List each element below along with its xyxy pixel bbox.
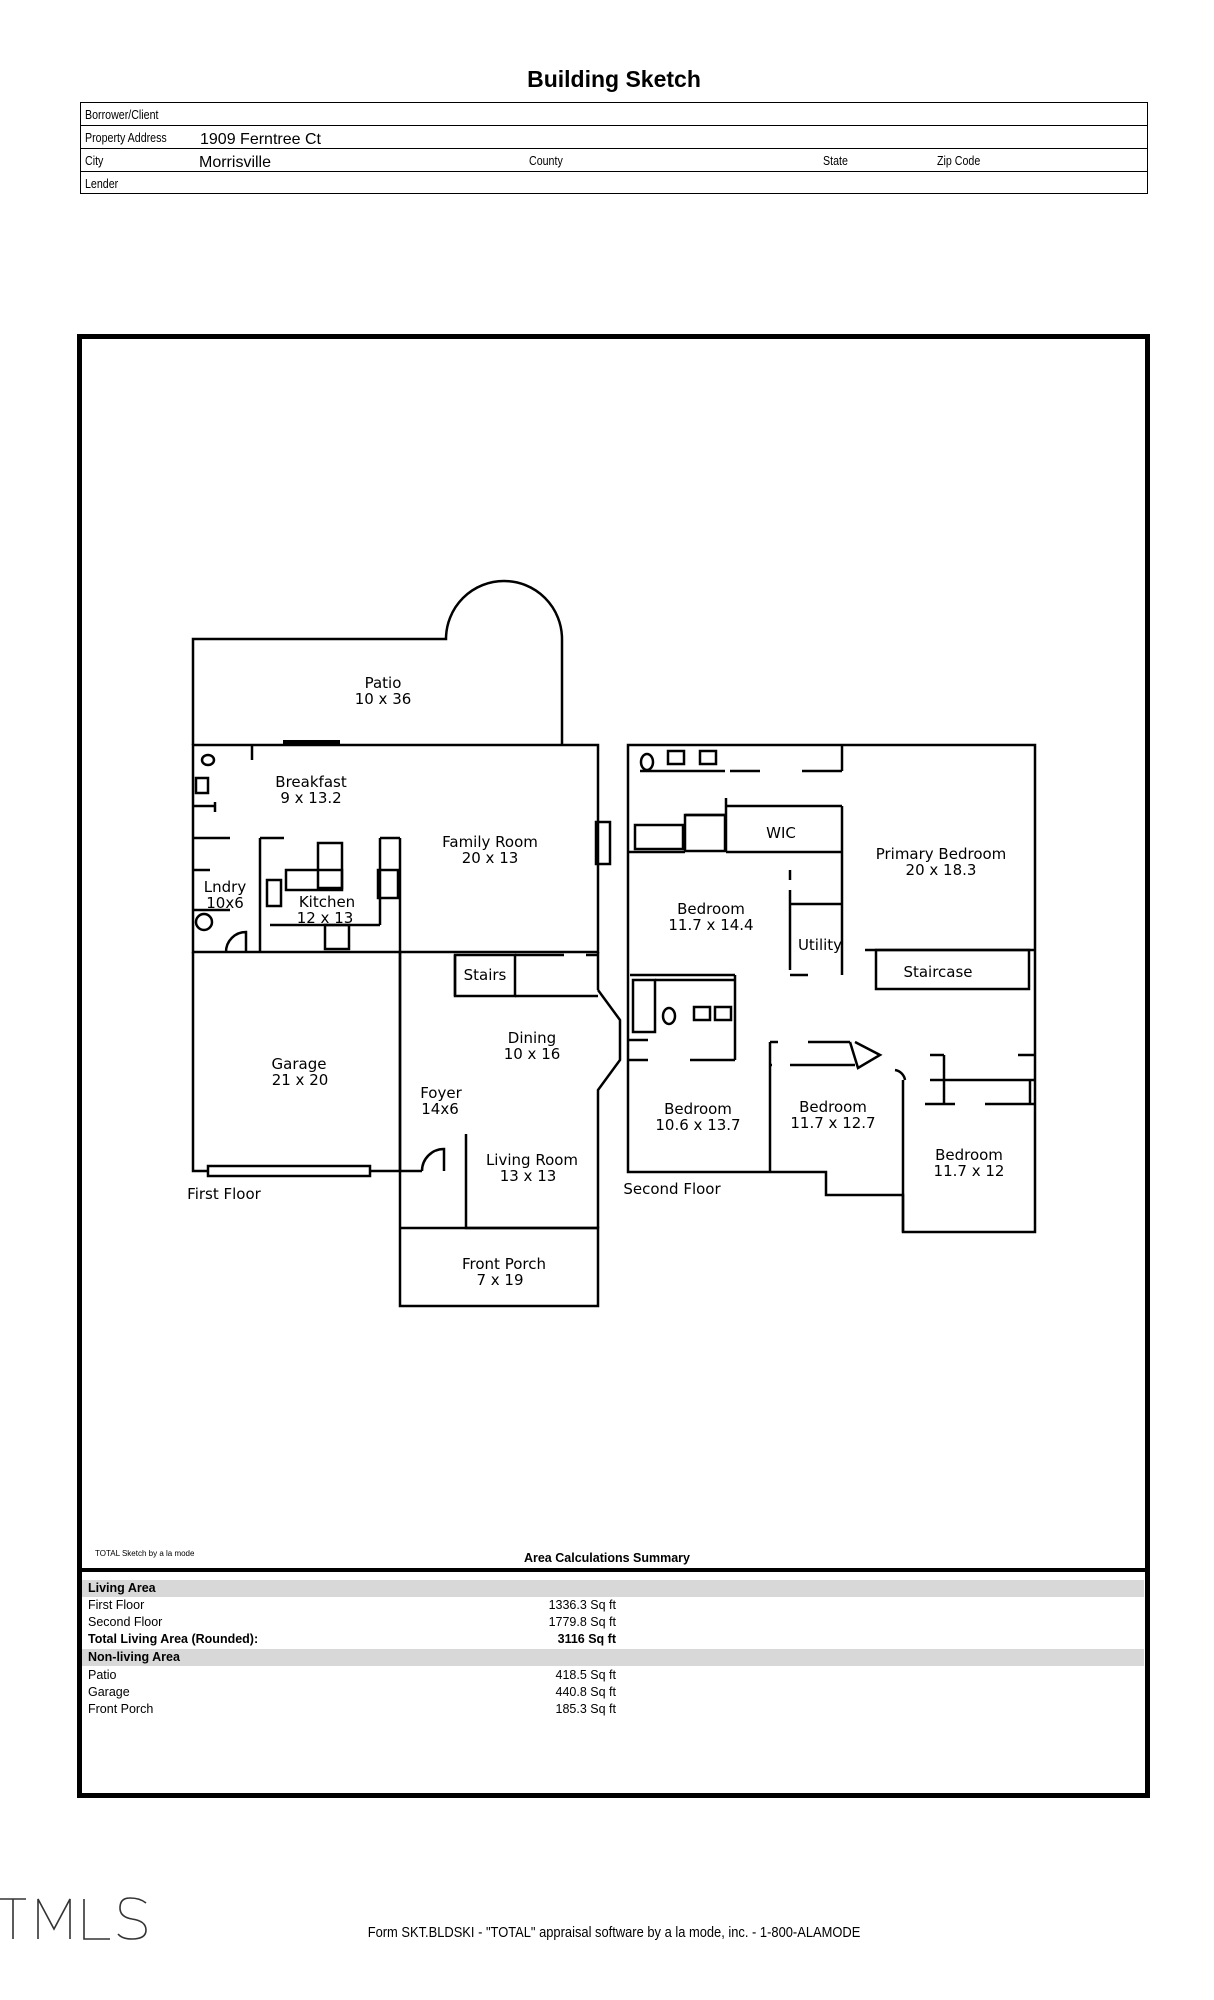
address-row: Property Address 1909 Ferntree Ct xyxy=(81,126,1147,149)
borrower-row: Borrower/Client xyxy=(81,103,1147,126)
garage-name: Garage xyxy=(272,1055,327,1073)
patio-outline xyxy=(191,579,564,745)
patio-name: Patio xyxy=(365,674,402,692)
address-value: 1909 Ferntree Ct xyxy=(200,131,321,148)
dining-bay xyxy=(596,989,622,1228)
garage-dims: 21 x 20 xyxy=(272,1071,329,1089)
front-porch-name: Front Porch xyxy=(462,1255,546,1273)
wic-label: WIC xyxy=(766,824,796,842)
footer-text: Form SKT.BLDSKI - "TOTAL" appraisal soft… xyxy=(367,1924,861,1941)
floor-plan: Patio 10 x 36 Breakfast 9 x 13.2 Family … xyxy=(187,579,1037,1308)
second-floor-label: Second Floor xyxy=(623,1180,721,1198)
city-label: City xyxy=(85,153,104,168)
bedroom-3-name: Bedroom xyxy=(799,1098,867,1116)
bedroom-2-name: Bedroom xyxy=(664,1100,732,1118)
front-porch-dims: 7 x 19 xyxy=(476,1271,523,1289)
sketch-frame xyxy=(77,334,1150,1798)
laundry-name: Lndry xyxy=(204,878,247,896)
bedroom-1-name: Bedroom xyxy=(677,900,745,918)
lender-row: Lender xyxy=(81,172,1147,195)
city-row: City Morrisville County State Zip Code xyxy=(81,149,1147,172)
summary-row-patio: Patio 418.5 Sq ft xyxy=(88,1668,616,1682)
header-table: Borrower/Client Property Address 1909 Fe… xyxy=(80,102,1148,194)
summary-divider xyxy=(77,1568,1150,1572)
city-value: Morrisville xyxy=(199,154,271,171)
living-room-name: Living Room xyxy=(486,1151,578,1169)
summary-row-garage: Garage 440.8 Sq ft xyxy=(88,1685,616,1699)
page-title: Building Sketch xyxy=(527,66,701,92)
nonliving-area-header: Non-living Area xyxy=(82,1649,1144,1666)
sketch-credit: TOTAL Sketch by a la mode xyxy=(95,1549,195,1558)
breakfast-dims: 9 x 13.2 xyxy=(280,789,341,807)
first-floor-label: First Floor xyxy=(187,1185,261,1203)
staircase-label: Staircase xyxy=(903,963,972,981)
summary-row-front-porch: Front Porch 185.3 Sq ft xyxy=(88,1702,616,1716)
living-room-dims: 13 x 13 xyxy=(500,1167,557,1185)
bedroom-3-dims: 11.7 x 12.7 xyxy=(790,1114,875,1132)
summary-row-second-floor: Second Floor 1779.8 Sq ft xyxy=(88,1615,616,1629)
first-floor-main xyxy=(191,743,600,954)
bedroom-4-dims: 11.7 x 12 xyxy=(934,1162,1005,1180)
patio-dims: 10 x 36 xyxy=(355,690,412,708)
kitchen-name: Kitchen xyxy=(299,893,355,911)
state-label: State xyxy=(823,153,848,168)
lender-label: Lender xyxy=(85,176,119,191)
dining-name: Dining xyxy=(508,1029,556,1047)
bedroom-4-name: Bedroom xyxy=(935,1146,1003,1164)
primary-bedroom-name: Primary Bedroom xyxy=(876,845,1007,863)
foyer-dims: 14x6 xyxy=(421,1100,459,1118)
summary-row-first-floor: First Floor 1336.3 Sq ft xyxy=(88,1598,616,1612)
tmls-watermark-logo xyxy=(0,1897,147,1940)
family-room-name: Family Room xyxy=(442,833,538,851)
zip-label: Zip Code xyxy=(937,153,981,168)
foyer-name: Foyer xyxy=(420,1084,462,1102)
living-area-header: Living Area xyxy=(82,1580,1144,1597)
utility-label: Utility xyxy=(798,936,842,954)
breakfast-name: Breakfast xyxy=(275,773,347,791)
summary-row-total: Total Living Area (Rounded): 3116 Sq ft xyxy=(88,1632,616,1646)
foyer-living-outline xyxy=(398,952,600,1308)
bedroom-1-dims: 11.7 x 14.4 xyxy=(668,916,753,934)
bedroom-2-dims: 10.6 x 13.7 xyxy=(655,1116,740,1134)
borrower-label: Borrower/Client xyxy=(85,107,159,122)
county-label: County xyxy=(529,153,563,168)
primary-bedroom-dims: 20 x 18.3 xyxy=(906,861,977,879)
laundry-dims: 10x6 xyxy=(206,894,244,912)
stairs-label: Stairs xyxy=(464,966,507,984)
family-room-dims: 20 x 13 xyxy=(462,849,519,867)
dining-dims: 10 x 16 xyxy=(504,1045,561,1063)
summary-title: Area Calculations Summary xyxy=(523,1551,691,1565)
address-label: Property Address xyxy=(85,130,167,145)
kitchen-dims: 12 x 13 xyxy=(297,909,354,927)
